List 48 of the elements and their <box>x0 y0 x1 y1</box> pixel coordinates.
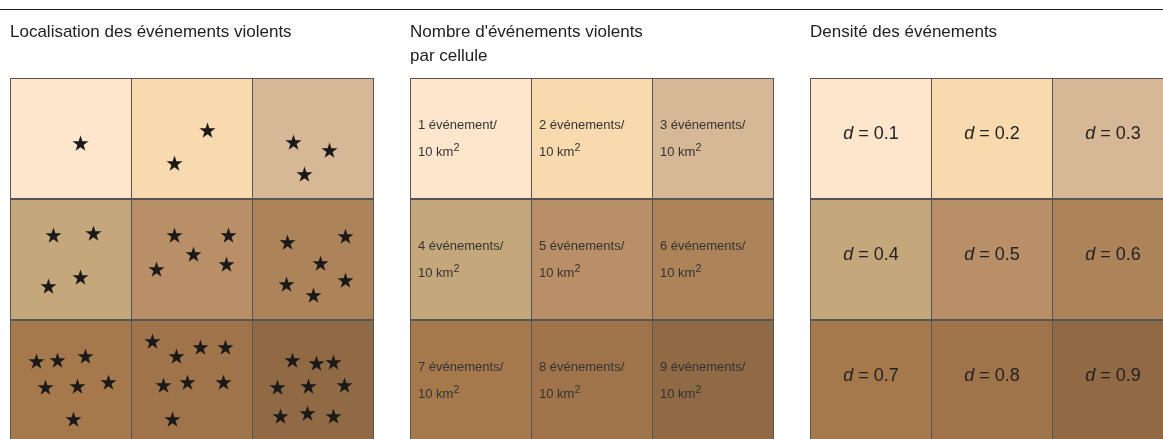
grid-cell <box>252 199 374 320</box>
grid-cell <box>931 199 1053 320</box>
density-value: d = 0.6 <box>1084 244 1142 265</box>
grid-cell <box>10 320 132 439</box>
density-value: d = 0.7 <box>842 365 900 386</box>
grid-cell <box>410 78 532 199</box>
panel-heading: Densité des événements <box>810 21 999 43</box>
density-value: d = 0.1 <box>842 123 900 144</box>
grid-cell <box>1052 320 1163 439</box>
event-rate-text: 2 événements/ 10 km$^{2}$ <box>539 116 626 162</box>
panel-heading: Nombre d'événements violents par cellule <box>410 21 644 67</box>
grid-cell <box>652 199 774 320</box>
grid-cell <box>531 320 653 439</box>
event-rate-text: 9 événements/ 10 km$^{2}$ <box>660 358 747 404</box>
grid-cell <box>252 78 374 199</box>
density-value: d = 0.5 <box>963 244 1021 265</box>
grid-cell <box>931 78 1053 199</box>
grid-cell <box>652 78 774 199</box>
grid-cell <box>410 199 532 320</box>
event-rate-text: 8 événements/ 10 km$^{2}$ <box>539 358 626 404</box>
event-rate-text: 7 événements/ 10 km$^{2}$ <box>418 358 505 404</box>
event-rate-text: 4 événements/ 10 km$^{2}$ <box>418 237 505 283</box>
grid-cell <box>10 199 132 320</box>
grid-cell <box>410 320 532 439</box>
panel-heading: Localisation des événements violents <box>10 21 293 43</box>
density-value: d = 0.4 <box>842 244 900 265</box>
density-value: d = 0.2 <box>963 123 1021 144</box>
density-value: d = 0.3 <box>1084 123 1142 144</box>
grid-cell <box>810 320 932 439</box>
density-value: d = 0.8 <box>963 365 1021 386</box>
grid-cell <box>810 78 932 199</box>
event-rate-text: 5 événements/ 10 km$^{2}$ <box>539 237 626 283</box>
grid-cell <box>531 199 653 320</box>
grid-cell <box>652 320 774 439</box>
grid-cell <box>531 78 653 199</box>
grid-cell <box>252 320 374 439</box>
event-rate-text: 6 événements/ 10 km$^{2}$ <box>660 237 747 283</box>
grid-cell <box>131 78 253 199</box>
grid-cell <box>10 78 132 199</box>
grid-cell <box>131 320 253 439</box>
event-rate-text: 1 événement/ 10 km$^{2}$ <box>418 116 498 162</box>
grid-cell <box>131 199 253 320</box>
grid-cell <box>810 199 932 320</box>
density-value: d = 0.9 <box>1084 365 1142 386</box>
grid-cell <box>931 320 1053 439</box>
grid-cell <box>1052 199 1163 320</box>
event-rate-text: 3 événements/ 10 km$^{2}$ <box>660 116 747 162</box>
grid-cell <box>1052 78 1163 199</box>
